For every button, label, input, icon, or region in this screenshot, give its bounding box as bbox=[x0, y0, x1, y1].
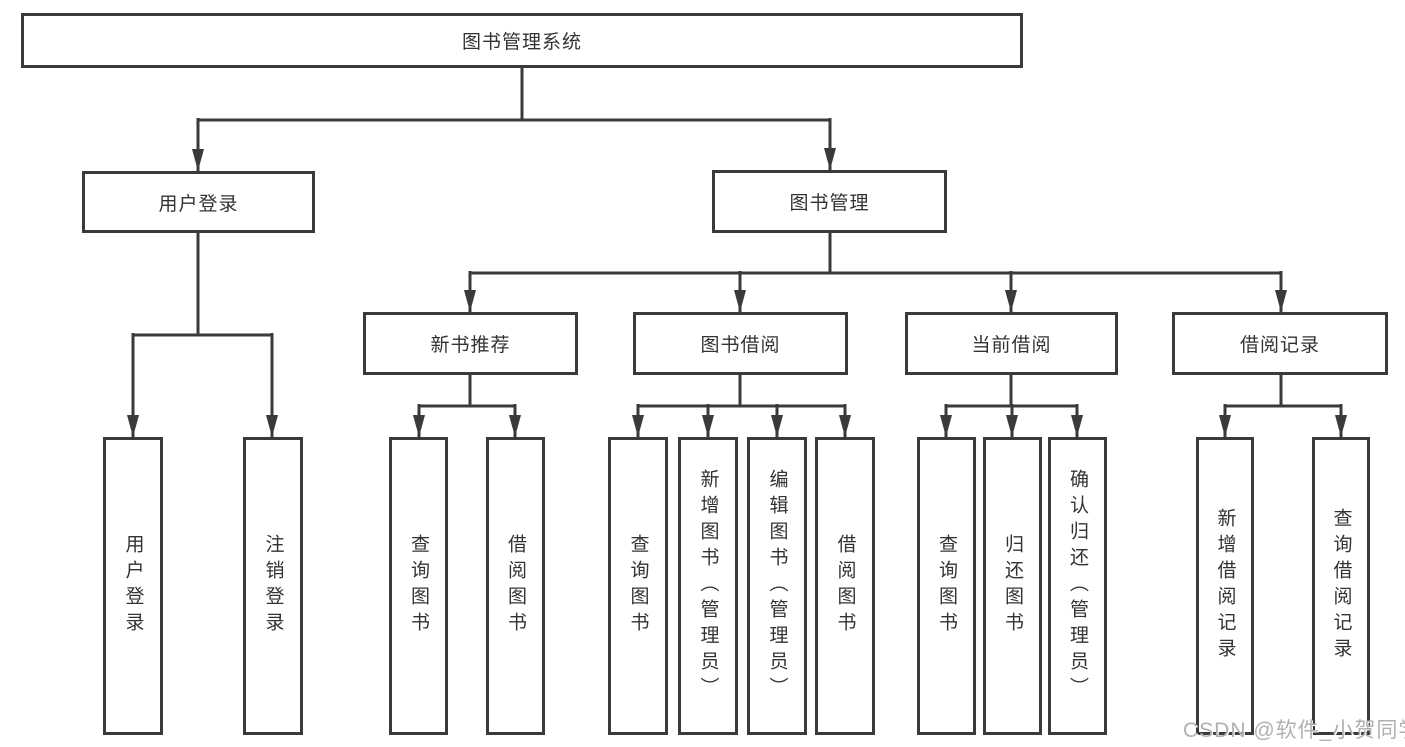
leaf-user-login: 用户登录 bbox=[103, 437, 163, 735]
leaf-logout-label: 注销登录 bbox=[262, 534, 284, 638]
node-root: 图书管理系统 bbox=[21, 13, 1023, 68]
leaf-add-book-admin: 新增图书（管理员） bbox=[678, 437, 738, 735]
node-user-login: 用户登录 bbox=[82, 171, 315, 233]
leaf-query-borrow-record-label: 查询借阅记录 bbox=[1330, 508, 1352, 664]
csdn-watermark: CSDN @软件_小贺同学 bbox=[1183, 719, 1405, 742]
leaf-edit-book-admin-label: 编辑图书（管理员） bbox=[766, 469, 788, 703]
leaf-logout: 注销登录 bbox=[243, 437, 303, 735]
leaf-borrow-books-recommend-label: 借阅图书 bbox=[505, 534, 526, 638]
node-new-book-recommend-label: 新书推荐 bbox=[430, 335, 511, 356]
leaf-query-borrow-record: 查询借阅记录 bbox=[1312, 437, 1370, 735]
node-current-borrow-label: 当前借阅 bbox=[971, 335, 1052, 356]
leaf-borrow-books-recommend: 借阅图书 bbox=[486, 437, 545, 735]
leaf-add-book-admin-label: 新增图书（管理员） bbox=[697, 469, 719, 703]
leaf-query-books-current-label: 查询图书 bbox=[936, 534, 957, 638]
leaf-query-books-borrow: 查询图书 bbox=[608, 437, 668, 735]
node-user-login-label: 用户登录 bbox=[158, 193, 239, 215]
leaf-borrow-books: 借阅图书 bbox=[815, 437, 875, 735]
leaf-user-login-label: 用户登录 bbox=[122, 534, 144, 638]
leaf-query-books-current: 查询图书 bbox=[917, 437, 976, 735]
leaf-query-books-borrow-label: 查询图书 bbox=[627, 534, 649, 638]
node-book-management: 图书管理 bbox=[712, 170, 947, 233]
leaf-query-books-recommend-label: 查询图书 bbox=[408, 534, 429, 638]
node-new-book-recommend: 新书推荐 bbox=[363, 312, 578, 375]
leaf-add-borrow-record: 新增借阅记录 bbox=[1196, 437, 1254, 735]
leaf-return-books: 归还图书 bbox=[983, 437, 1042, 735]
leaf-return-books-label: 归还图书 bbox=[1002, 534, 1023, 638]
leaf-confirm-return-admin: 确认归还（管理员） bbox=[1048, 437, 1107, 735]
leaf-borrow-books-label: 借阅图书 bbox=[834, 534, 856, 638]
leaf-query-books-recommend: 查询图书 bbox=[389, 437, 448, 735]
node-borrow-records: 借阅记录 bbox=[1172, 312, 1388, 375]
leaf-confirm-return-admin-label: 确认归还（管理员） bbox=[1067, 469, 1088, 703]
node-borrow-records-label: 借阅记录 bbox=[1239, 335, 1320, 356]
node-book-management-label: 图书管理 bbox=[789, 193, 870, 214]
leaf-edit-book-admin: 编辑图书（管理员） bbox=[747, 437, 807, 735]
leaf-add-borrow-record-label: 新增借阅记录 bbox=[1214, 508, 1236, 664]
node-current-borrow: 当前借阅 bbox=[905, 312, 1118, 375]
node-root-label: 图书管理系统 bbox=[461, 32, 582, 53]
node-book-borrow: 图书借阅 bbox=[633, 312, 848, 375]
node-book-borrow-label: 图书借阅 bbox=[700, 335, 781, 356]
